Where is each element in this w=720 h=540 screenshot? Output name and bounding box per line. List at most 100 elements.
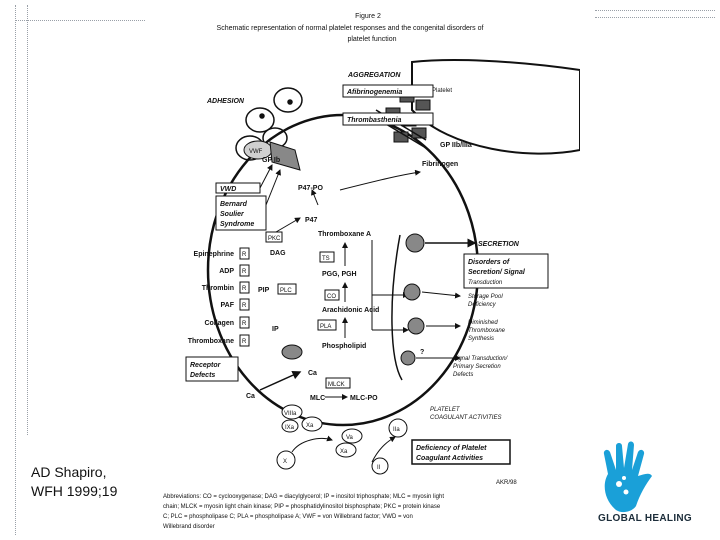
receptor-defects-1: Receptor <box>190 362 222 369</box>
ca-outer-label: Ca <box>246 393 255 400</box>
figure-title: Figure 2 <box>355 13 381 20</box>
receptor-defects-2: Defects <box>190 372 215 379</box>
viiia-label: VIIIa <box>284 411 297 417</box>
thrombasthenia-box <box>342 112 434 126</box>
receptor-box-label: R <box>242 286 247 292</box>
plc-label: PLC <box>280 288 292 294</box>
pip2-label: PIP <box>258 287 270 294</box>
platelet-coag-2: COAGULANT ACTIVITIES <box>430 415 501 421</box>
iia-label: IIa <box>393 427 400 433</box>
pla2-box <box>317 319 337 331</box>
signal-2: Primary Secretion <box>453 364 501 370</box>
mlck-box <box>325 377 351 389</box>
abbrev-4: Willebrand disorder <box>163 524 215 530</box>
receptor-box-label: R <box>242 321 247 327</box>
granules <box>400 233 425 366</box>
xa-top-label: Xa <box>306 423 314 429</box>
diminished-3: Synthesis <box>468 336 494 342</box>
secretion-label: SECRETION <box>478 241 520 248</box>
receptor-box <box>239 247 250 260</box>
deficiency-1: Deficiency of Platelet <box>416 445 487 452</box>
ii-label: II <box>377 465 381 471</box>
va-label: Va <box>346 435 354 441</box>
receptor-box <box>239 264 250 277</box>
receptor-box-label: R <box>242 269 247 275</box>
receptor-box <box>239 316 250 329</box>
thromboxane-a2-label: Thromboxane A <box>318 231 371 238</box>
adhesion-label: ADHESION <box>206 98 245 105</box>
mlc-po4-label: MLC-PO <box>350 395 378 402</box>
pkc-label: PKC <box>268 236 281 242</box>
gp-iib-iiia-label: GP IIb/IIIa <box>440 142 472 149</box>
bernard-line-2: Soulier <box>220 211 245 218</box>
pla2-label: PLA <box>320 324 331 330</box>
co-box <box>324 289 340 301</box>
receptor-label: Collagen <box>204 320 234 327</box>
ca-inner-label: Ca <box>308 370 317 377</box>
hand-logo-icon <box>594 440 712 520</box>
aggregation-label: AGGREGATION <box>347 72 401 79</box>
receptor-box-label: R <box>242 303 247 309</box>
xa-label: Xa <box>340 449 348 455</box>
gp-ib-shape <box>269 141 301 171</box>
receptor-label: PAF <box>221 302 235 309</box>
plc-box <box>277 283 297 295</box>
storage-pool-2: Deficiency <box>468 302 497 308</box>
figure-subtitle-2: platelet function <box>347 36 396 43</box>
phospholipid-label: Phospholipid <box>322 343 366 350</box>
receptor-label: Thrombin <box>202 285 234 292</box>
deficiency-box <box>411 439 511 465</box>
diminished-2: Thromboxane <box>468 328 506 334</box>
receptor-label: Epinephrine <box>194 251 235 258</box>
frame-line-top-left <box>15 20 145 21</box>
bernard-line-3: Syndrome <box>220 221 254 228</box>
storage-pool-1: Storage Pool <box>468 294 503 300</box>
logo-text: GLOBAL HEALING <box>598 513 693 524</box>
disorders-secretion-2: Secretion/ Signal <box>468 269 526 276</box>
receptor-box-label: R <box>242 339 247 345</box>
receptor-label: ADP <box>219 268 234 275</box>
co-label: CO <box>327 294 336 300</box>
ixa-label: IXa <box>285 425 295 431</box>
platelet-diagram: Figure 2 Schematic representation of nor… <box>150 0 580 540</box>
ts-label: TS <box>322 256 330 262</box>
abbrev-1: Abbreviations: CO = cyclooxygenase; DAG … <box>163 494 444 500</box>
citation-line-2: WFH 1999;19 <box>31 483 118 499</box>
disorders-secretion-1: Disorders of <box>468 259 510 266</box>
thrombasthenia-label: Thrombasthenia <box>347 117 402 124</box>
p47-label: P47 <box>305 217 318 224</box>
afibrinogenemia-box <box>342 84 434 98</box>
fibrinogen-label: Fibrinogen <box>422 161 458 168</box>
receptor-box <box>239 298 250 311</box>
vwd-label: VWD <box>220 186 236 193</box>
disorders-secretion-3: Transduction <box>468 280 503 286</box>
diminished-1: Diminished <box>468 320 498 326</box>
platelet-top-right <box>411 59 580 155</box>
coag-factors <box>276 404 408 475</box>
dag-label: DAG <box>270 250 286 257</box>
akr-label: AKR/98 <box>496 480 517 486</box>
receptor-defects-box <box>185 356 239 382</box>
signal-3: Defects <box>453 372 473 378</box>
ts-box <box>319 251 335 263</box>
abbrev-2: chain; MLCK = myosin light chain kinase;… <box>163 504 441 510</box>
receptor-box-label: R <box>242 252 247 258</box>
receptor-box <box>239 334 250 347</box>
frame-line-top-right2 <box>595 17 715 18</box>
arachidonic-label: Arachidonic Acid <box>322 307 379 314</box>
platelet-coag-1: PLATELET <box>430 407 461 413</box>
figure-subtitle-1: Schematic representation of normal plate… <box>217 25 484 32</box>
vwf-label: VWF <box>249 149 263 155</box>
frame-line-inner <box>27 5 28 435</box>
bernard-soulier-box <box>215 195 267 231</box>
p47-po4-label: P47-PO <box>298 185 323 192</box>
citation-line-1: AD Shapiro, <box>31 464 107 480</box>
dense-tubular-system <box>281 344 303 360</box>
afibrinogenemia-label: Afibrinogenemia <box>346 89 402 96</box>
ip3-label: IP <box>272 326 279 333</box>
x-label: X <box>283 459 287 465</box>
platelet-label: Platelet <box>432 88 452 94</box>
disorders-secretion-box <box>463 253 549 289</box>
